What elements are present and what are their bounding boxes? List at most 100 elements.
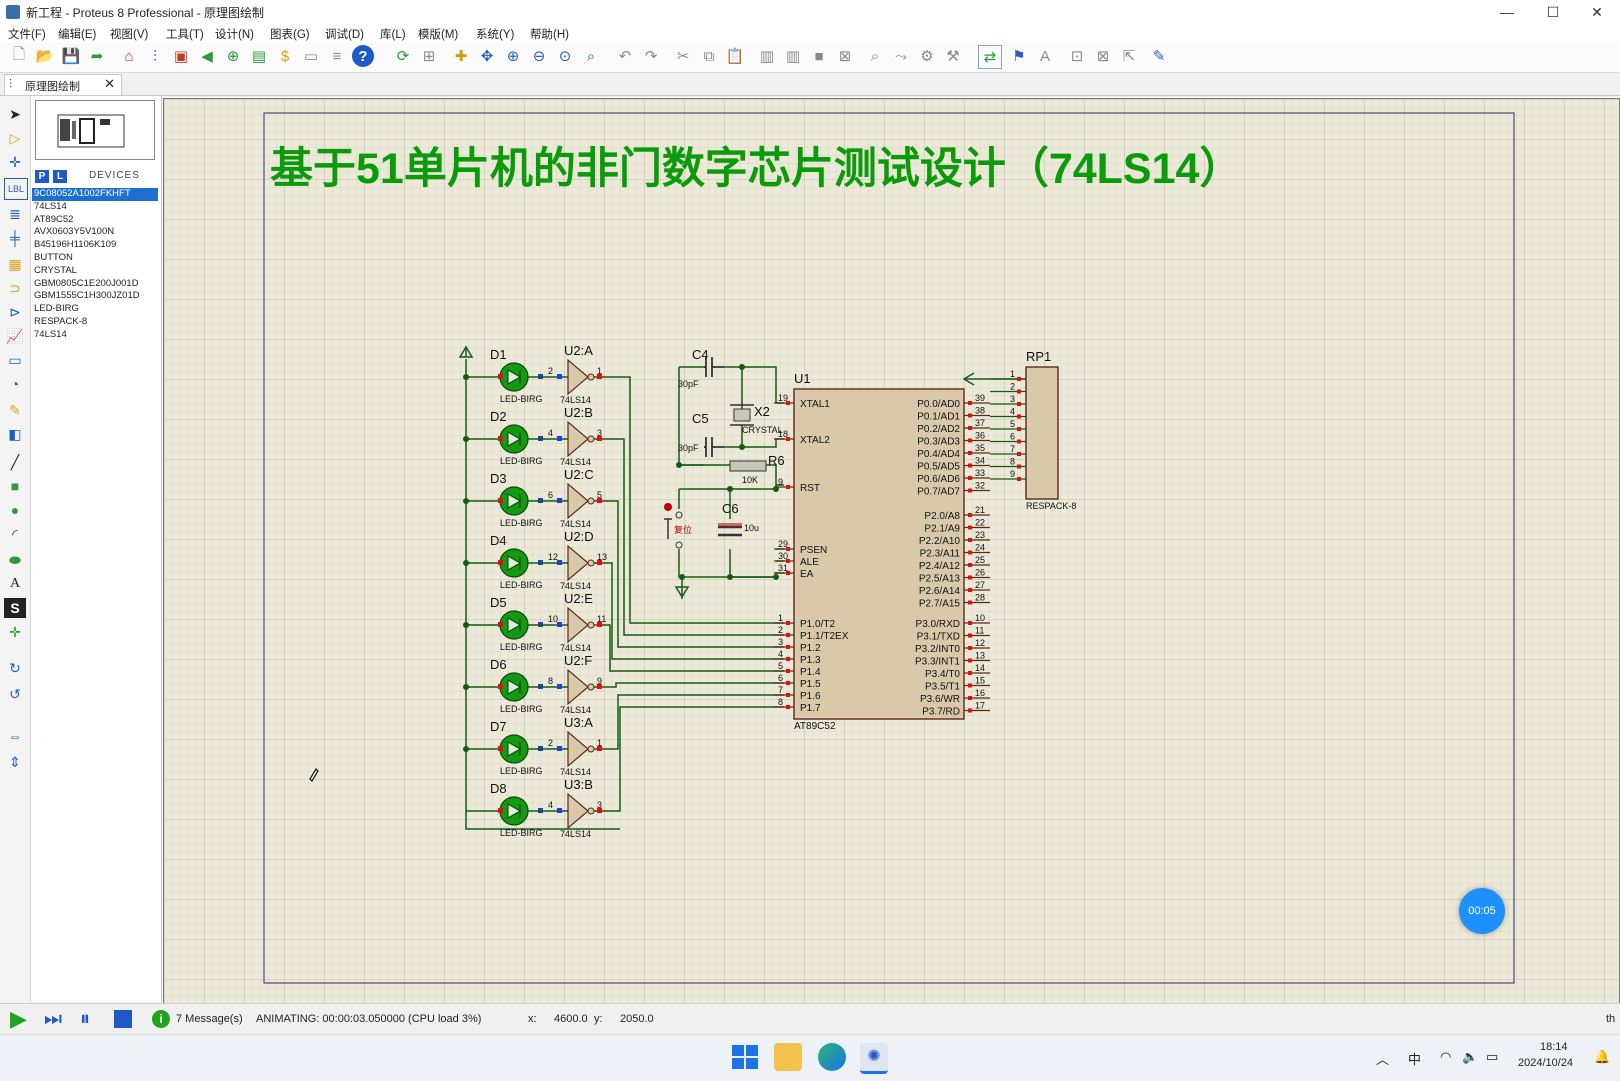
cost-icon[interactable]: $ (280, 47, 290, 65)
bom-icon[interactable]: ▤ (251, 48, 267, 65)
pan-icon[interactable]: ✥ (480, 48, 494, 65)
capacitor-c6[interactable]: C6 10u (718, 501, 759, 537)
menu-debug[interactable]: 调试(D) (325, 29, 364, 41)
arc-tool-icon[interactable]: ◜ (12, 525, 18, 542)
ime-indicator[interactable]: 中 (1408, 1052, 1422, 1067)
redo-icon[interactable]: ↷ (644, 48, 658, 65)
proteus-taskbar-icon[interactable]: ✺ (860, 1043, 888, 1074)
device-list-item[interactable]: RESPACK-8 (34, 315, 88, 327)
library-manager-button[interactable]: L (53, 170, 67, 183)
save-icon[interactable]: 💾 (61, 48, 81, 65)
package-tool-icon[interactable]: ⚙ (920, 48, 934, 65)
menu-design[interactable]: 设计(N) (215, 29, 254, 41)
block-copy-icon[interactable]: ▥ (759, 48, 775, 65)
block-rotate-icon[interactable]: ■ (814, 47, 824, 65)
crystal-x2[interactable]: X2 CRYSTAL (730, 404, 783, 435)
menu-edit[interactable]: 编辑(E) (58, 29, 97, 41)
zoom-out-icon[interactable]: ⊖ (532, 48, 546, 65)
rotate-cw-icon[interactable]: ↻ (9, 659, 21, 676)
source-code-icon[interactable]: ▭ (303, 48, 319, 65)
device-list-item[interactable]: GBM1555C1H300JZ01D (34, 290, 140, 302)
marker-tool-icon[interactable]: ✛ (9, 623, 21, 640)
tray-overflow-icon[interactable]: ︿ (1376, 1052, 1390, 1067)
line-tool-icon[interactable]: ╱ (10, 453, 20, 470)
mcu-at89c52[interactable]: U1 AT89C52 19XTAL118XTAL29RST29PSEN30ALE… (774, 371, 990, 732)
schematic-drawing[interactable]: 基于51单片机的非门数字芯片测试设计（74LS14） (164, 99, 1619, 1003)
text-script-icon[interactable]: ≣ (9, 205, 21, 222)
exit-to-parent-icon[interactable]: ⇱ (1122, 48, 1136, 65)
device-list-item[interactable]: BUTTON (34, 251, 73, 263)
wire-label-icon[interactable]: LBL (4, 178, 28, 200)
refresh-icon[interactable]: ⟳ (396, 48, 410, 65)
edge-browser-icon[interactable] (818, 1043, 846, 1071)
zoom-in-icon[interactable]: ⊕ (506, 48, 520, 65)
device-list-item[interactable]: AVX0603Y5V100N (34, 226, 115, 238)
block-delete-icon[interactable]: ⊠ (838, 48, 852, 65)
notification-bell-icon[interactable]: 🔔 (1594, 1049, 1611, 1064)
volume-icon[interactable]: 🔈 (1462, 1049, 1479, 1064)
clock-date[interactable]: 2024/10/24 (1518, 1057, 1574, 1069)
copy-icon[interactable]: ⧉ (703, 47, 715, 65)
preview-3d-icon[interactable]: ⊕ (226, 48, 240, 65)
wifi-icon[interactable]: ◠ (1440, 1049, 1452, 1064)
help-icon[interactable]: ? (352, 45, 374, 67)
generator-icon[interactable]: ◔ (10, 376, 20, 392)
graph-icon[interactable]: 📈 (6, 327, 24, 344)
pcb-icon[interactable]: ▣ (173, 48, 189, 65)
remove-sheet-icon[interactable]: ⊠ (1096, 48, 1110, 65)
circle-tool-icon[interactable]: ● (10, 502, 20, 518)
menu-file[interactable]: 文件(F) (8, 29, 46, 41)
undo-icon[interactable]: ↶ (618, 48, 632, 65)
device-list-item[interactable]: AT89C52 (34, 213, 74, 225)
voltage-probe-icon[interactable]: ✎ (9, 401, 21, 418)
file-explorer-icon[interactable] (774, 1043, 802, 1071)
minimize-button[interactable]: — (1500, 4, 1514, 20)
menu-system[interactable]: 系统(Y) (476, 29, 515, 41)
gerber-icon[interactable]: ◀ (201, 48, 213, 65)
start-button[interactable] (730, 1043, 758, 1071)
clock-time[interactable]: 18:14 (1540, 1041, 1568, 1053)
virtual-instrument-icon[interactable]: ◧ (8, 425, 22, 442)
mirror-vertical-icon[interactable]: ⇕ (9, 753, 21, 770)
schematic-canvas[interactable]: 基于51单片机的非门数字芯片测试设计（74LS14） (163, 98, 1620, 1004)
tab-schematic-capture[interactable]: ⫶ 原理图绘制 ✕ (4, 74, 122, 95)
paste-icon[interactable]: 📋 (725, 48, 745, 65)
device-list-item[interactable]: 9C08052A1002FKHFT (32, 188, 158, 201)
grid-icon[interactable]: ⊞ (422, 48, 436, 65)
decompose-icon[interactable]: ⚒ (946, 48, 960, 65)
reset-button[interactable]: 复位 (664, 503, 692, 549)
menu-view[interactable]: 视图(V) (110, 29, 149, 41)
symbol-tool-icon[interactable]: S (4, 598, 26, 618)
device-list-item[interactable]: CRYSTAL (34, 264, 77, 276)
terminals-icon[interactable]: ⊃ (9, 279, 21, 296)
menu-template[interactable]: 模版(M) (418, 29, 459, 41)
schematic-icon[interactable]: ⫶ (153, 47, 157, 65)
device-list-item[interactable]: 74LS14 (34, 200, 67, 212)
device-list-item[interactable]: GBM0805C1E200J001D (34, 277, 139, 289)
zoom-area-icon[interactable]: ⌕ (586, 47, 596, 65)
path-tool-icon[interactable]: ⬬ (9, 551, 21, 568)
netlist-icon[interactable]: ✎ (1152, 48, 1166, 65)
menu-tools[interactable]: 工具(T) (166, 29, 204, 41)
open-folder-icon[interactable]: 📂 (35, 48, 55, 65)
search-tag-icon[interactable]: ⚑ (1012, 48, 1026, 65)
pick-devices-button[interactable]: P (35, 170, 49, 183)
resistor-r6[interactable]: R6 10K (729, 453, 785, 485)
device-list-item[interactable]: B45196H1106K109 (34, 239, 117, 251)
overview-preview[interactable] (35, 100, 155, 160)
tab-close-icon[interactable]: ✕ (104, 76, 115, 91)
capacitor-c4[interactable]: C4 30pF (678, 347, 724, 389)
